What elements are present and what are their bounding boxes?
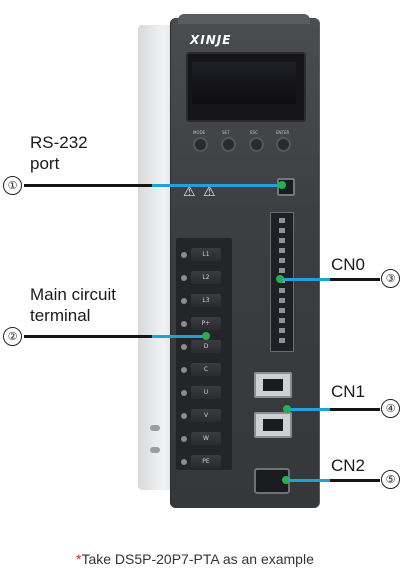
footnote-star: * bbox=[76, 551, 82, 567]
label-line: port bbox=[30, 154, 60, 173]
terminal-screw bbox=[181, 298, 187, 304]
callout-line bbox=[282, 278, 330, 281]
label-line: RS-232 bbox=[30, 133, 88, 152]
callout-line bbox=[152, 335, 204, 338]
cn1-rj45-port bbox=[254, 412, 292, 438]
enter-key[interactable] bbox=[278, 139, 289, 150]
brand-logo: XINJE bbox=[190, 33, 232, 47]
terminal-clip: V bbox=[191, 409, 221, 422]
callout-dot bbox=[202, 332, 210, 340]
terminal-clip: U bbox=[191, 386, 221, 399]
display-glass bbox=[192, 62, 296, 104]
callout-number: ③ bbox=[381, 269, 400, 288]
esc-key[interactable] bbox=[251, 139, 262, 150]
mode-key[interactable] bbox=[195, 139, 206, 150]
callout-line bbox=[288, 479, 330, 482]
side-mount-slot bbox=[150, 447, 160, 453]
callout-line bbox=[330, 278, 380, 281]
terminal-clip: L3 bbox=[191, 294, 221, 307]
terminal-clip: L1 bbox=[191, 248, 221, 261]
callout-number: ① bbox=[3, 176, 22, 195]
callout-line bbox=[330, 408, 380, 411]
terminal-screw bbox=[181, 321, 187, 327]
callout-label-cn0: CN0 bbox=[331, 255, 366, 274]
callout-dot bbox=[278, 181, 286, 189]
callout-number: ④ bbox=[381, 399, 400, 418]
terminal-screw bbox=[181, 252, 187, 258]
terminal-screw bbox=[181, 413, 187, 419]
terminal-clip: P+ bbox=[191, 317, 221, 330]
key-label: SET bbox=[222, 130, 230, 135]
terminal-screw bbox=[181, 390, 187, 396]
terminal-screw bbox=[181, 344, 187, 350]
key-label: ESC bbox=[250, 130, 258, 135]
callout-label-rs232: RS-232 port bbox=[30, 132, 88, 174]
cn1-rj45-port bbox=[254, 372, 292, 398]
terminal-clip: L2 bbox=[191, 271, 221, 284]
terminal-screw bbox=[181, 436, 187, 442]
callout-dot bbox=[282, 476, 290, 484]
warning-triangle-icon: ⚠ bbox=[203, 184, 216, 200]
callout-label-cn2: CN2 bbox=[331, 456, 366, 475]
terminal-clip: PE bbox=[191, 455, 221, 468]
side-mount-slot bbox=[150, 425, 160, 431]
callout-line bbox=[330, 479, 380, 482]
terminal-screw bbox=[181, 367, 187, 373]
callout-label-main-terminal: Main circuit terminal bbox=[30, 284, 116, 326]
warning-triangle-icon: ⚠ bbox=[183, 184, 196, 200]
footnote-text: Take DS5P-20P7-PTA as an example bbox=[81, 551, 314, 567]
key-label: ENTER bbox=[276, 130, 290, 135]
drive-top-cap bbox=[178, 14, 310, 24]
terminal-clip: W bbox=[191, 432, 221, 445]
callout-line bbox=[289, 408, 330, 411]
footnote: *Take DS5P-20P7-PTA as an example bbox=[76, 551, 314, 567]
label-line: terminal bbox=[30, 306, 91, 325]
callout-label-cn1: CN1 bbox=[331, 382, 366, 401]
label-line: Main circuit bbox=[30, 285, 116, 304]
callout-dot bbox=[283, 405, 291, 413]
set-key[interactable] bbox=[223, 139, 234, 150]
callout-dot bbox=[276, 275, 284, 283]
callout-number: ② bbox=[3, 327, 22, 346]
terminal-screw bbox=[181, 275, 187, 281]
terminal-clip: C bbox=[191, 363, 221, 376]
callout-line bbox=[152, 184, 279, 187]
callout-line bbox=[24, 335, 152, 338]
terminal-screw bbox=[181, 459, 187, 465]
terminal-clip: D bbox=[191, 340, 221, 353]
callout-number: ⑤ bbox=[381, 470, 400, 489]
callout-line bbox=[24, 184, 152, 187]
key-label: MODE bbox=[193, 130, 206, 135]
